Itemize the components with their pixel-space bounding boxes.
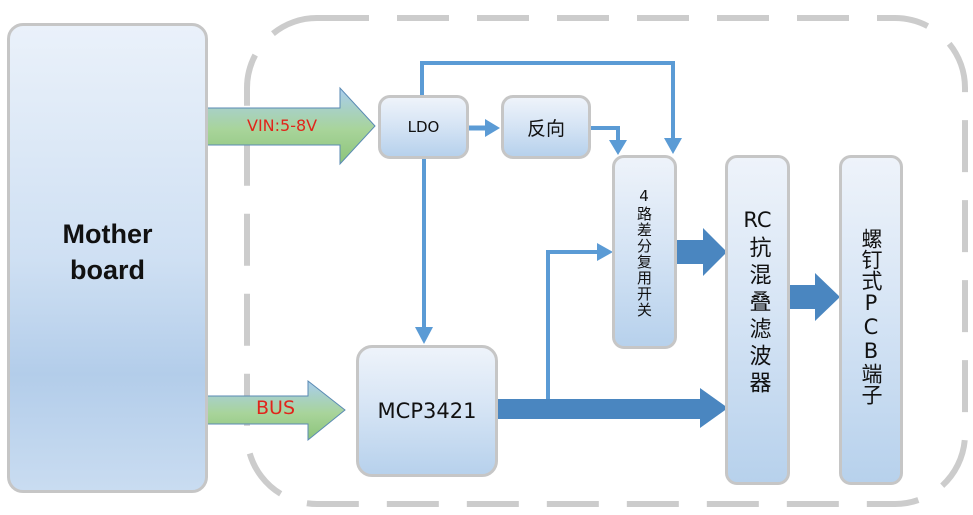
- mux-label: 4路差分复用开关: [635, 186, 653, 318]
- adc-to-mux-connector: [546, 243, 613, 406]
- motherboard-block: Mother board: [7, 23, 208, 493]
- bus-input-arrow: [206, 379, 346, 442]
- filter-block: RC 抗混叠滤波器: [725, 155, 790, 485]
- inverter-block: 反向: [501, 95, 591, 159]
- filter-label: 抗混叠滤波器: [745, 236, 771, 398]
- vin-label: VIN:5-8V: [247, 116, 318, 135]
- ldo-to-inverter-connector: [466, 119, 500, 137]
- adc-to-filter-arrow: [497, 388, 728, 428]
- ldo-block: LDO: [378, 95, 469, 159]
- ldo-label: LDO: [407, 118, 440, 136]
- motherboard-label-line2: board: [69, 255, 145, 285]
- terminal-block: 螺钉式PCB端子: [839, 155, 903, 485]
- filter-to-terminal-arrow: [786, 273, 840, 321]
- terminal-label: 螺钉式PCB端子: [859, 228, 883, 405]
- inverter-to-mux-connector: [590, 126, 627, 155]
- vin-input-arrow: [206, 86, 376, 166]
- mux-block: 4路差分复用开关: [612, 155, 677, 349]
- filter-label-rc: RC: [743, 208, 772, 232]
- ldo-to-mux-connector: [420, 61, 682, 154]
- motherboard-label-line1: Mother: [62, 219, 153, 249]
- adc-block: MCP3421: [356, 345, 498, 477]
- bus-label: BUS: [256, 397, 296, 419]
- adc-label: MCP3421: [377, 399, 477, 423]
- ldo-to-adc-connector: [415, 158, 433, 344]
- module-boundary: [244, 15, 968, 507]
- inverter-label: 反向: [526, 117, 565, 140]
- mux-to-filter-arrow: [675, 228, 727, 276]
